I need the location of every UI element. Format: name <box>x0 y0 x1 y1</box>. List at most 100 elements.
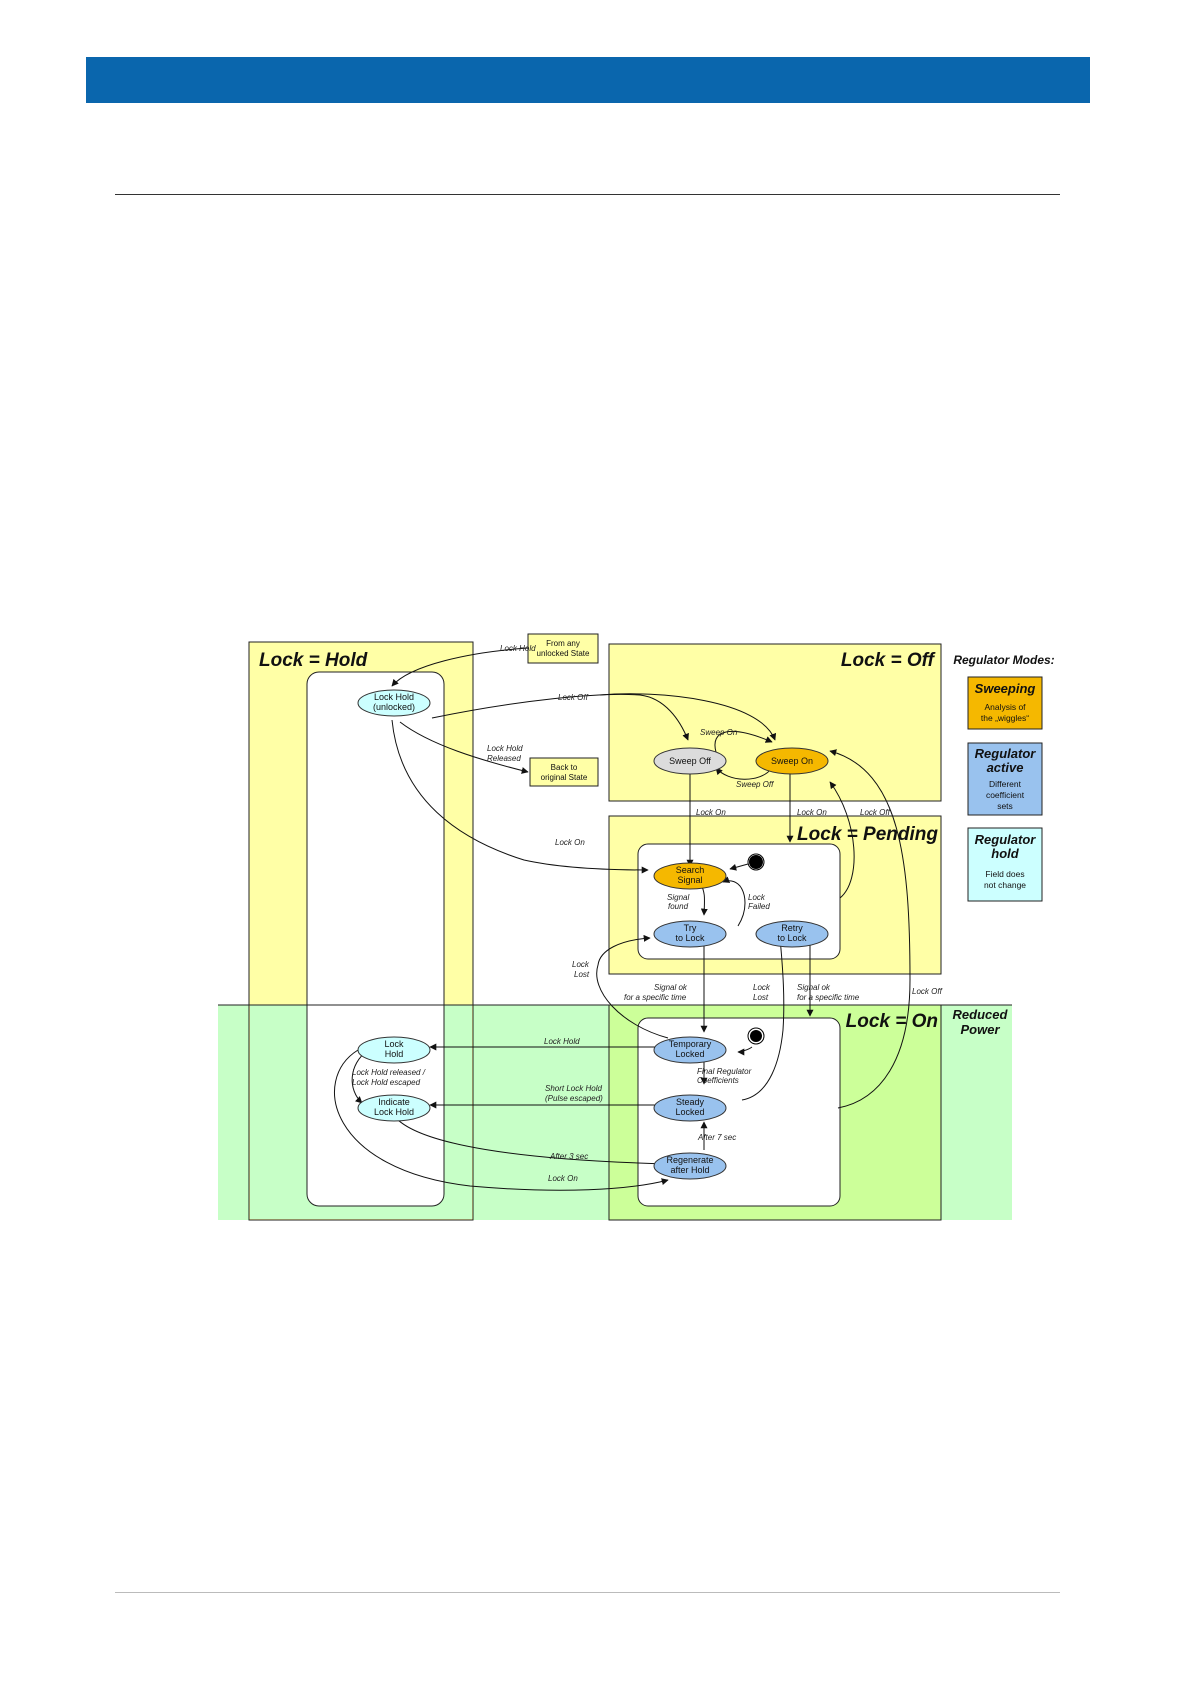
legend-sweeping-line2: the „wiggles“ <box>981 713 1029 723</box>
edge-label-hold-released-2: Released <box>487 754 521 763</box>
edge-label-sweep-off: Sweep Off <box>736 780 774 789</box>
edge-label-lock-on-1: Lock On <box>696 808 726 817</box>
edge-label-after-3: After 3 sec <box>549 1152 588 1161</box>
edge-label-after-7: After 7 sec <box>697 1133 736 1142</box>
svg-text:Temporary: Temporary <box>669 1039 712 1049</box>
edge-label-hold-released-1: Lock Hold <box>487 744 523 753</box>
legend-active-line1: Different <box>989 779 1022 789</box>
legend-active-line3: sets <box>997 801 1013 811</box>
edge-label-lock-lost-2a: Lock <box>753 983 771 992</box>
svg-text:Hold: Hold <box>385 1049 404 1059</box>
state-lock-hold: Lock Hold <box>357 1036 431 1064</box>
edge-label-signal-found-1: Signal <box>667 893 689 902</box>
legend-active-box <box>967 742 1043 816</box>
back-line2: original State <box>541 773 588 782</box>
edge-label-final-reg-1: Final Regulator <box>697 1067 752 1076</box>
legend-active-title1: Regulator <box>975 746 1037 761</box>
svg-text:Retry: Retry <box>781 923 803 933</box>
from-any-line1: From any <box>546 639 580 648</box>
legend-active-line2: coefficient <box>986 790 1025 800</box>
edge-label-lock-lost-2b: Lost <box>753 993 769 1002</box>
reduced-power-label-2: Power <box>960 1022 1000 1037</box>
edge-label-lock-lost-1b: Lost <box>574 970 590 979</box>
svg-text:to Lock: to Lock <box>777 933 807 943</box>
legend-title: Regulator Modes: <box>953 653 1054 667</box>
svg-text:Sweep On: Sweep On <box>771 756 813 766</box>
bottom-rule <box>115 1592 1060 1593</box>
svg-text:Signal: Signal <box>677 875 702 885</box>
edges <box>334 647 911 1191</box>
legend-hold-title1: Regulator <box>975 832 1037 847</box>
legend-active-title2: active <box>987 760 1024 775</box>
edge-label-lock-hold-on: Lock Hold <box>544 1037 580 1046</box>
edge-label-hold-released-esc-2: Lock Hold escaped <box>352 1078 421 1087</box>
legend-sweeping-box <box>967 676 1043 730</box>
edge-label-signal-found-2: found <box>668 902 689 911</box>
state-regenerate-after-hold: Regenerate after Hold <box>653 1152 727 1180</box>
edge-label-signal-ok-1a: Signal ok <box>654 983 688 992</box>
state-sweep-on: Sweep On <box>755 747 829 775</box>
from-any-unlocked-box <box>527 633 599 664</box>
svg-text:Regenerate: Regenerate <box>666 1155 713 1165</box>
legend-sweeping-line1: Analysis of <box>984 702 1026 712</box>
svg-text:Locked: Locked <box>675 1107 704 1117</box>
header-bar <box>86 57 1090 103</box>
edge-label-short-lock-hold-1: Short Lock Hold <box>545 1084 602 1093</box>
edge-label-lock-off-right: Lock Off <box>912 987 943 996</box>
edge-label-signal-ok-1b: for a specific time <box>624 993 687 1002</box>
edge-label-sweep-on: Sweep On <box>700 728 738 737</box>
edge-label-lock-off-2: Lock Off <box>860 808 891 817</box>
edge-label-signal-ok-2b: for a specific time <box>797 993 860 1002</box>
state-try-to-lock: Try to Lock <box>653 920 727 948</box>
region-title-off: Lock = Off <box>841 650 936 671</box>
svg-text:to Lock: to Lock <box>675 933 705 943</box>
initial-marker-on <box>750 1030 762 1042</box>
edge-label-lock-hold-from-any: Lock Hold <box>500 644 536 653</box>
state-lock-hold-unlocked: Lock Hold (unlocked) <box>357 689 431 717</box>
legend-sweeping-title: Sweeping <box>975 681 1036 696</box>
legend-hold-line2: not change <box>984 880 1026 890</box>
svg-text:Sweep Off: Sweep Off <box>669 756 711 766</box>
lock-off-region <box>608 643 942 802</box>
region-title-pending: Lock = Pending <box>797 824 938 845</box>
back-to-original-box <box>529 757 599 787</box>
svg-text:Search: Search <box>676 865 705 875</box>
edge-label-signal-ok-2a: Signal ok <box>797 983 831 992</box>
edge-label-lock-failed-2: Failed <box>748 902 770 911</box>
from-any-line2: unlocked State <box>537 649 590 658</box>
svg-text:Lock Hold: Lock Hold <box>374 1107 414 1117</box>
top-rule <box>115 194 1060 195</box>
initial-marker-pending <box>749 855 763 869</box>
edge-label-short-lock-hold-2: (Pulse escaped) <box>545 1094 603 1103</box>
svg-text:(unlocked): (unlocked) <box>373 702 415 712</box>
state-search-signal: Search Signal <box>653 862 727 890</box>
svg-text:Locked: Locked <box>675 1049 704 1059</box>
legend-hold-line1: Field does <box>985 869 1024 879</box>
back-line1: Back to <box>551 763 578 772</box>
edge-label-lock-off-top: Lock Off <box>558 693 589 702</box>
edge-label-lock-on-hold: Lock On <box>555 838 585 847</box>
svg-text:Lock Hold: Lock Hold <box>374 692 414 702</box>
lock-hold-inner <box>306 671 445 1207</box>
reduced-power-label: Reduced <box>953 1007 1009 1022</box>
edge-label-lock-on-2: Lock On <box>797 808 827 817</box>
svg-text:Steady: Steady <box>676 1097 705 1107</box>
edge-label-lock-failed-1: Lock <box>748 893 766 902</box>
edge-label-lock-lost-1a: Lock <box>572 960 590 969</box>
legend-hold-box <box>967 827 1043 902</box>
state-temporary-locked: Temporary Locked <box>653 1036 727 1064</box>
state-indicate-lock-hold: Indicate Lock Hold <box>357 1094 431 1122</box>
state-steady-locked: Steady Locked <box>653 1094 727 1122</box>
svg-text:after Hold: after Hold <box>670 1165 709 1175</box>
edge-label-final-reg-2: Coefficients <box>697 1076 739 1085</box>
edge-label-hold-released-esc-1: Lock Hold released / <box>352 1068 426 1077</box>
svg-text:Lock: Lock <box>384 1039 404 1049</box>
legend-hold-title2: hold <box>991 846 1019 861</box>
svg-text:Try: Try <box>684 923 697 933</box>
state-sweep-off: Sweep Off <box>653 747 727 775</box>
state-retry-to-lock: Retry to Lock <box>755 920 829 948</box>
svg-text:Indicate: Indicate <box>378 1097 410 1107</box>
region-title-hold: Lock = Hold <box>259 650 368 671</box>
region-title-on: Lock = On <box>846 1011 938 1032</box>
